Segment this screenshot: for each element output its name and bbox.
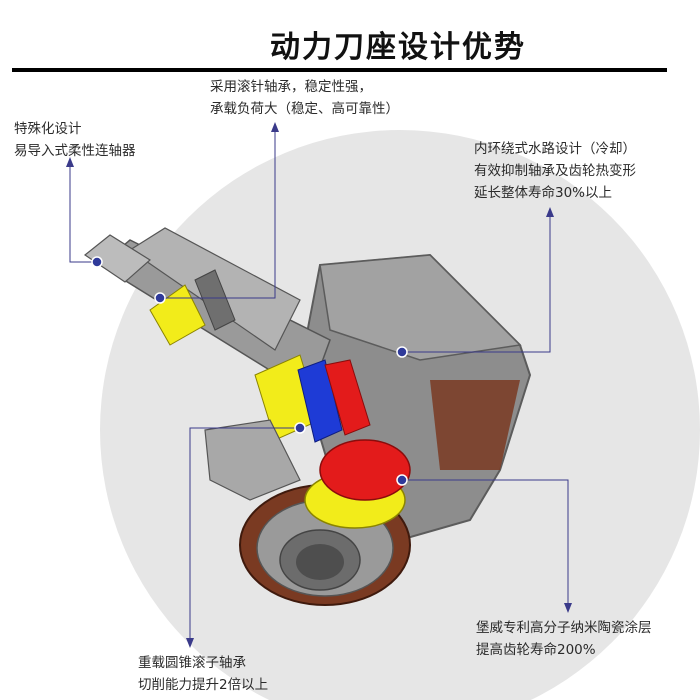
callout-line: 采用滚针轴承，稳定性强， [210,79,372,95]
title-underline [12,68,667,72]
leader-water-cooling [402,210,551,353]
marker-taper-roller [294,422,306,434]
marker-ceramic-coating [396,474,408,486]
leader-flexible-coupling [69,160,97,263]
callout-line: 内环绕式水路设计（冷却） [474,141,636,157]
page-title: 动力刀座设计优势 [270,30,526,65]
coupling-ring [194,269,236,331]
output-assembly [204,419,411,606]
housing-cut-face [430,380,520,470]
shaft-tip [83,234,152,283]
callout-flexible-coupling: 特殊化设计 易导入式柔性连轴器 [14,118,136,162]
marker-needle-bearing [154,292,166,304]
callout-line: 承载负荷大（稳定、高可靠性） [210,101,399,117]
leader-taper-roller [189,427,300,645]
callout-line: 切削能力提升2倍以上 [138,677,269,693]
bevel-gear-red [319,439,411,501]
needle-bearing-yellow [149,284,206,346]
callout-line: 提高齿轮寿命200% [476,642,596,658]
marker-water-cooling [396,346,408,358]
callout-taper-roller: 重载圆锥滚子轴承 切削能力提升2倍以上 [138,652,268,696]
callout-ceramic-coating: 堡威专利高分子纳米陶瓷涂层 提高齿轮寿命200% [476,617,652,661]
spindle-assembly [83,227,331,397]
callout-line: 特殊化设计 [14,121,82,137]
callout-line: 有效抑制轴承及齿轮热变形 [474,163,636,179]
callout-line: 重载圆锥滚子轴承 [138,655,246,671]
callout-line: 易导入式柔性连轴器 [14,143,136,159]
seal-blue [297,359,343,443]
side-bracket [204,419,301,501]
leader-needle-bearing [160,125,276,299]
output-bore-inner [296,544,344,580]
callout-line: 堡威专利高分子纳米陶瓷涂层 [476,620,652,636]
leader-ceramic-coating [402,479,569,610]
gear-red-upper [324,359,371,436]
callout-line: 延长整体寿命30%以上 [474,185,613,201]
callout-water-cooling: 内环绕式水路设计（冷却） 有效抑制轴承及齿轮热变形 延长整体寿命30%以上 [474,138,636,204]
marker-flexible-coupling [91,256,103,268]
callout-needle-bearing: 采用滚针轴承，稳定性强， 承载负荷大（稳定、高可靠性） [210,76,399,120]
